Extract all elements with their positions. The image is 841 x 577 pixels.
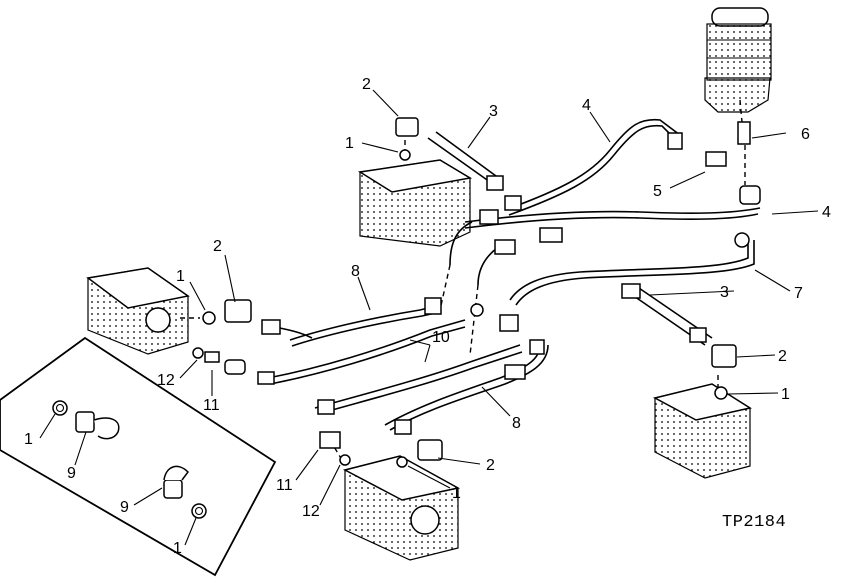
callout-6: 6 bbox=[801, 126, 810, 143]
hydraulic-tubes bbox=[264, 118, 761, 431]
callout-8-lower: 8 bbox=[512, 415, 521, 432]
callout-1-right: 1 bbox=[781, 386, 790, 403]
elbow-fitting-top bbox=[395, 117, 419, 137]
tee-fitting bbox=[705, 151, 727, 167]
inset-elbow-upper bbox=[93, 417, 120, 440]
callout-10: 10 bbox=[432, 329, 450, 346]
callout-12-bottom: 12 bbox=[302, 503, 320, 520]
callout-4-right: 4 bbox=[822, 204, 831, 221]
callout-11-left: 11 bbox=[203, 397, 220, 414]
elbow-fitting-left bbox=[224, 299, 252, 323]
callout-1-left: 1 bbox=[176, 268, 185, 285]
inset-o-ring-lower bbox=[191, 503, 207, 519]
callout-2-top: 2 bbox=[362, 76, 371, 93]
inset-o-ring-upper bbox=[52, 400, 68, 416]
o-ring-left bbox=[202, 311, 216, 325]
callout-labels: 2 1 3 4 6 5 4 2 1 8 7 3 10 12 11 2 1 8 2… bbox=[24, 76, 831, 557]
elbow-fitting-right bbox=[711, 344, 737, 368]
elbow-fitting-12-11 bbox=[224, 359, 246, 375]
inset-elbow-lower bbox=[163, 465, 189, 481]
elbow-fitting-bottom bbox=[417, 439, 443, 461]
fittings bbox=[192, 117, 761, 468]
callout-2-right: 2 bbox=[778, 348, 787, 365]
callout-4-top: 4 bbox=[582, 97, 591, 114]
valve-block-top bbox=[357, 159, 473, 247]
inset-callout-1-lower: 1 bbox=[173, 540, 182, 557]
callout-3-top: 3 bbox=[489, 103, 498, 120]
valve-block-left bbox=[86, 267, 190, 355]
callout-12-left: 12 bbox=[157, 372, 175, 389]
inset-box bbox=[0, 336, 277, 577]
cylinder-top-right bbox=[704, 7, 772, 113]
callout-11-bottom: 11 bbox=[276, 477, 293, 494]
leader-lines bbox=[39, 89, 819, 546]
valve-block-right bbox=[652, 383, 752, 479]
inset-callout-1-upper: 1 bbox=[24, 431, 33, 448]
callout-1-bottom: 1 bbox=[452, 485, 461, 502]
figure-id: TP2184 bbox=[722, 513, 786, 532]
callout-8-upper: 8 bbox=[351, 263, 360, 280]
callout-1-top: 1 bbox=[345, 135, 354, 152]
adapter-fitting bbox=[737, 121, 751, 145]
callout-5: 5 bbox=[653, 183, 662, 200]
callout-3-right: 3 bbox=[720, 284, 729, 301]
inset-callout-9-upper: 9 bbox=[67, 465, 76, 482]
valve-block-bottom bbox=[342, 455, 461, 561]
inset-callout-9-lower: 9 bbox=[120, 499, 129, 516]
o-ring-top bbox=[399, 149, 411, 161]
callout-2-bottom: 2 bbox=[486, 457, 495, 474]
callout-2-left: 2 bbox=[213, 238, 222, 255]
callout-7: 7 bbox=[794, 285, 803, 302]
